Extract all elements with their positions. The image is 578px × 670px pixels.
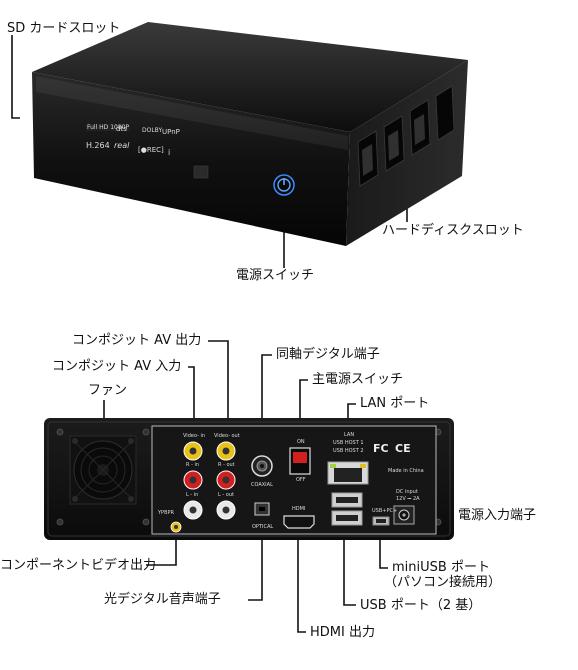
label-hard-disk-slot: ハードディスクスロット	[382, 223, 524, 238]
label-hdmi-out: HDMI 出力	[310, 625, 375, 640]
back-label-coaxial: COAXIAL	[251, 482, 273, 488]
device-front-face	[32, 72, 350, 246]
label-power-input: 電源入力端子	[458, 508, 537, 523]
composite-in-leader	[188, 366, 195, 430]
label-power-switch: 電源スイッチ	[236, 268, 315, 283]
back-label-l-out: L - out	[218, 492, 234, 498]
back-label-ce: CE	[395, 442, 411, 455]
back-label-usb-host1: USB HOST 1	[333, 440, 364, 446]
back-label-dc-input: DC input	[396, 489, 418, 495]
back-label-optical: OPTICAL	[252, 524, 274, 530]
label-composite-av-out: コンポジット AV 出力	[72, 333, 202, 348]
fan-grille	[69, 435, 137, 505]
back-label-video-in: Video- in	[183, 433, 206, 439]
rca-jacks	[183, 441, 236, 520]
back-label-r-out: R - out	[218, 462, 235, 468]
front-logo-fullhd: Full HD 1080P	[86, 124, 131, 131]
back-label-on: ON	[297, 439, 305, 445]
label-coaxial-digital: 同軸デジタル端子	[276, 347, 380, 362]
label-mini-usb-port: miniUSB ポート	[392, 560, 490, 575]
front-logo-real: real	[114, 141, 130, 150]
back-label-r-in: R - in	[186, 462, 200, 468]
back-label-dc-spec: 12V ⎓ 2A	[396, 496, 420, 502]
back-label-hdmi: HDMI	[292, 506, 306, 512]
component-leader	[146, 532, 177, 566]
label-mini-usb-note: （パソコン接続用）	[384, 575, 502, 590]
label-main-power-switch: 主電源スイッチ	[312, 372, 404, 387]
back-label-l-in: L - in	[186, 492, 199, 498]
front-logo-rec: [●REC]	[138, 146, 164, 154]
mini-usb-leader	[379, 528, 388, 569]
front-logo-dolby: DOLBY	[142, 127, 163, 134]
back-label-made-in: Made in China	[388, 468, 424, 474]
hdmi-leader	[297, 532, 306, 633]
back-label-usb-pc: USB+PC+	[372, 508, 398, 514]
back-label-usb-host2: USB HOST 2	[333, 448, 364, 454]
front-logo-upnp: UPnP	[162, 128, 180, 136]
hdmi-jack	[283, 515, 315, 529]
label-sd-card-slot: SD カードスロット	[7, 21, 121, 36]
front-logo-h264: H.264	[86, 141, 110, 150]
back-label-off: OFF	[296, 477, 306, 483]
label-optical-digital: 光デジタル音声端子	[104, 592, 221, 607]
front-logo-dts: dts	[116, 125, 127, 133]
optical-leader	[248, 530, 263, 601]
front-grille	[193, 165, 209, 179]
sd-card-leader	[11, 35, 20, 119]
back-label-video-out: Video- out	[214, 433, 240, 439]
front-logo-info: i	[168, 148, 171, 157]
back-label-fcc: FC	[373, 442, 389, 455]
label-usb-port: USB ポート（2 基）	[360, 598, 482, 613]
usb-leader	[343, 530, 356, 606]
label-lan-port: LAN ポート	[360, 396, 430, 411]
label-composite-av-in: コンポジット AV 入力	[52, 359, 182, 374]
back-label-ypbpr: YPBPR	[158, 510, 174, 516]
main-power-leader	[299, 379, 308, 432]
composite-out-leader	[208, 340, 229, 430]
label-fan: ファン	[88, 383, 128, 398]
device-top-face	[32, 22, 468, 132]
coaxial-leader	[261, 354, 272, 448]
label-component-video-out: コンポーネントビデオ出力	[0, 558, 157, 573]
back-label-lan: LAN	[344, 432, 355, 438]
